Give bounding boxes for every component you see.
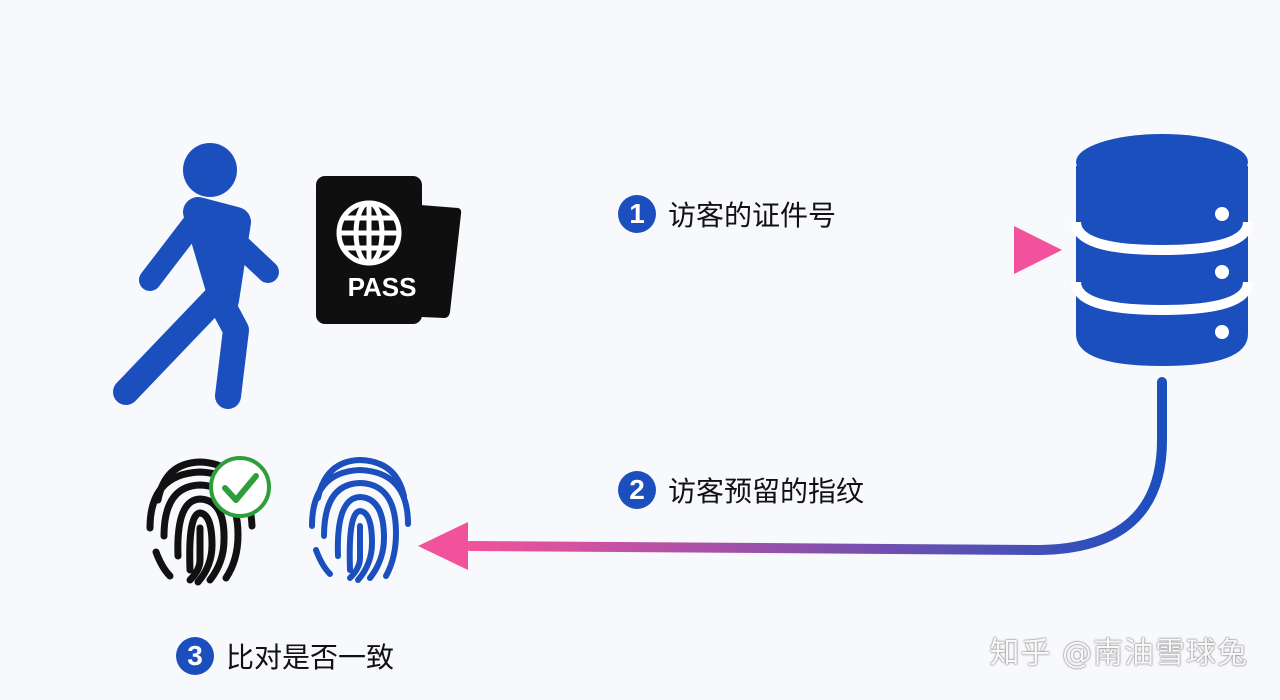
step-3-number: 3: [176, 637, 214, 675]
step-2-label: 访客预留的指纹: [668, 475, 865, 508]
step-3-label: 比对是否一致: [226, 641, 395, 674]
arrow-to-fingerprint: [418, 377, 1167, 570]
watermark: 知乎 @南油雪球兔: [989, 636, 1248, 671]
check-badge-icon: [209, 456, 271, 518]
passport-label: PASS: [347, 272, 417, 302]
database-icon: [1071, 134, 1253, 366]
step-3: 3 比对是否一致: [176, 636, 394, 676]
passport-icon: [316, 176, 462, 324]
walking-person-icon: [113, 143, 279, 409]
step-2-number: 2: [618, 471, 656, 509]
globe-icon: [336, 200, 402, 266]
stored-fingerprint-icon: [309, 456, 411, 583]
step-2: 2 访客预留的指纹: [618, 470, 864, 510]
step-1-number: 1: [618, 195, 656, 233]
step-1-label: 访客的证件号: [668, 199, 837, 232]
step-1: 1 访客的证件号: [618, 194, 836, 234]
arrow-to-database: [493, 226, 1062, 274]
